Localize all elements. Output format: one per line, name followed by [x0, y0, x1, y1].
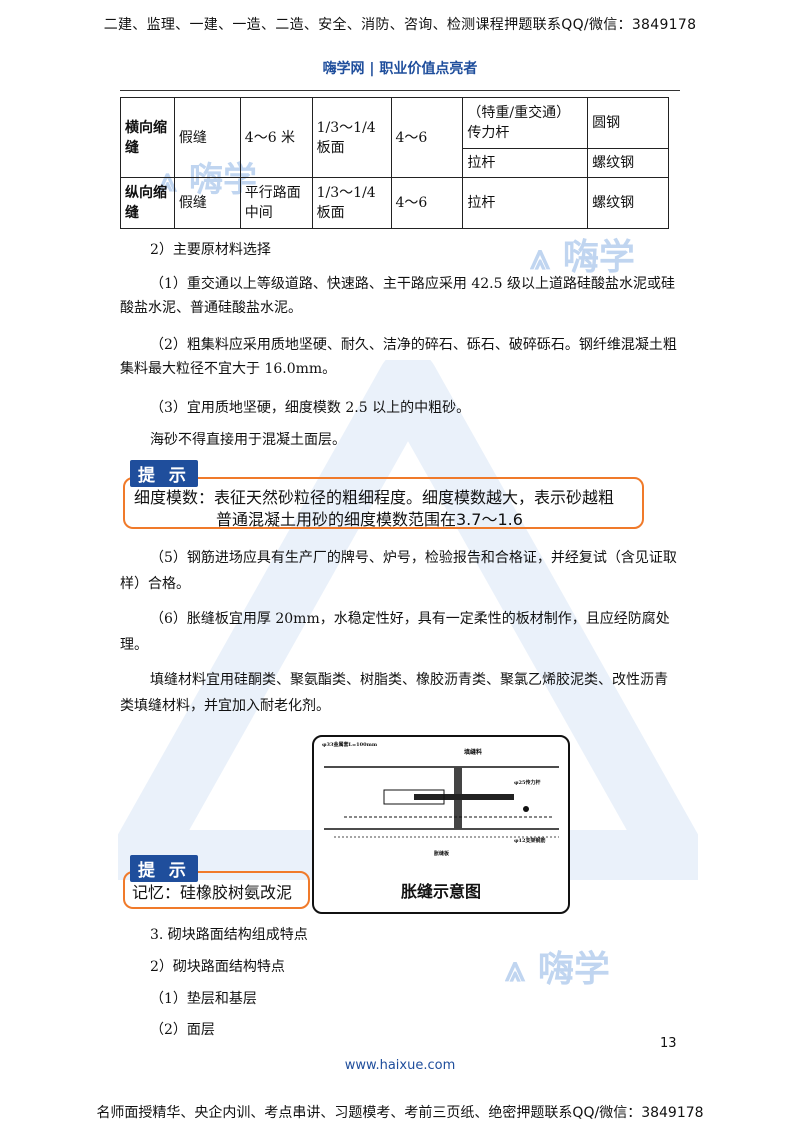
table-cell: 4～6 米 [239, 97, 313, 178]
header-divider [120, 90, 680, 91]
expansion-joint-diagram: φ33金属套L=100mm 填缝料 φ25传力杆 φ12支架钢筋 胀缝板 胀缝示… [312, 735, 570, 914]
joint-spec-table: 横向缩缝 假缝 4～6 米 1/3～1/4 板面 4～6 （特重/重交通）传力杆… [120, 97, 669, 229]
table-cell: 1/3～1/4 板面 [311, 97, 392, 178]
paragraph: （2）面层 [150, 1022, 215, 1038]
paragraph: （1）垫层和基层 [150, 991, 257, 1007]
tip-text: 记忆：硅橡胶树氨改泥 [132, 883, 293, 902]
table-cell: 1/3～1/4 板面 [311, 177, 392, 229]
paragraph: （3）宜用质地坚硬，细度模数 2.5 以上的中粗砂。 [150, 400, 471, 416]
paragraph: （5）钢筋进场应具有生产厂的牌号、炉号，检验报告和合格证，并经复试（含见证取样）… [120, 550, 677, 592]
logo-watermark-icon: ⩓ [530, 237, 551, 278]
diagram-label: φ25传力杆 [514, 780, 541, 786]
tip-box [123, 477, 644, 529]
diagram-label: φ12支架钢筋 [514, 838, 546, 844]
tip-tag: 提 示 [130, 855, 198, 882]
paragraph: （2）粗集料应采用质地坚硬、耐久、洁净的碎石、砾石、破碎砾石。钢纤维混凝土粗集料… [120, 337, 677, 377]
logo-watermark-3: ⩓ 嗨学 [505, 949, 610, 990]
table-cell: 平行路面中间 [239, 177, 313, 229]
section-heading: 2）主要原材料选择 [150, 242, 271, 258]
table-row: 横向缩缝 假缝 4～6 米 1/3～1/4 板面 4～6 （特重/重交通）传力杆… [120, 97, 669, 178]
table-row: 纵向缩缝 假缝 平行路面中间 1/3～1/4 板面 4～6 拉杆 螺纹钢 [120, 177, 669, 229]
logo-watermark-2: ⩓ 嗨学 [530, 237, 635, 278]
paragraph: （1）重交通以上等级道路、快速路、主干路应采用 42.5 级以上道路硅酸盐水泥或… [120, 276, 675, 316]
table-cell: 横向缩缝 [120, 97, 175, 178]
table-cell: 圆钢 [587, 97, 669, 149]
table-cell: 螺纹钢 [587, 148, 669, 178]
table-cell: 螺纹钢 [587, 177, 669, 229]
tip-tag: 提 示 [130, 460, 198, 487]
table-cell: 拉杆 [462, 177, 589, 229]
table-cell: 假缝 [173, 177, 241, 229]
diagram-label: φ33金属套L=100mm [322, 742, 378, 748]
table-cell: 拉杆 [462, 148, 589, 178]
diagram-caption: 胀缝示意图 [400, 882, 481, 901]
website-link[interactable]: www.haixue.com [344, 1058, 456, 1073]
bottom-banner: 名师面授精华、央企内训、考点串讲、习题模考、考前三页纸、绝密押题联系QQ/微信：… [96, 1105, 704, 1121]
diagram-label: 填缝料 [464, 749, 483, 756]
page-number: 13 [660, 1036, 677, 1051]
tip-text: 普通混凝土用砂的细度模数范围在3.7～1.6 [216, 510, 523, 529]
paragraph: （6）胀缝板宜用厚 20mm，水稳定性好，具有一定柔性的板材制作，且应经防腐处理… [120, 611, 670, 653]
table-cell: 假缝 [173, 97, 241, 178]
tip-text: 细度模数：表征天然砂粒径的粗细程度。细度模数越大，表示砂越粗 [134, 488, 615, 507]
section-heading: 2）砌块路面结构特点 [150, 959, 285, 975]
tip-box [123, 871, 310, 909]
table-cell: 4～6 [390, 177, 464, 229]
paragraph: 填缝材料宜用硅酮类、聚氨酯类、树脂类、橡胶沥青类、聚氯乙烯胶泥类、改性沥青类填缝… [120, 672, 668, 714]
logo-watermark-icon: ⩓ [505, 949, 526, 990]
joint-drawing [324, 766, 559, 838]
top-banner: 二建、监理、一建、一造、二造、安全、消防、咨询、检测课程押题联系QQ/微信：38… [103, 17, 697, 33]
table-cell: （特重/重交通）传力杆 [462, 97, 589, 149]
section-heading: 3. 砌块路面结构组成特点 [150, 927, 308, 943]
paragraph: 海砂不得直接用于混凝土面层。 [150, 432, 346, 448]
diagram-label: 胀缝板 [434, 851, 450, 857]
brand-slogan: 嗨学网 | 职业价值点亮者 [322, 61, 478, 77]
table-cell: 4～6 [390, 97, 464, 178]
table-cell: 纵向缩缝 [120, 177, 175, 229]
